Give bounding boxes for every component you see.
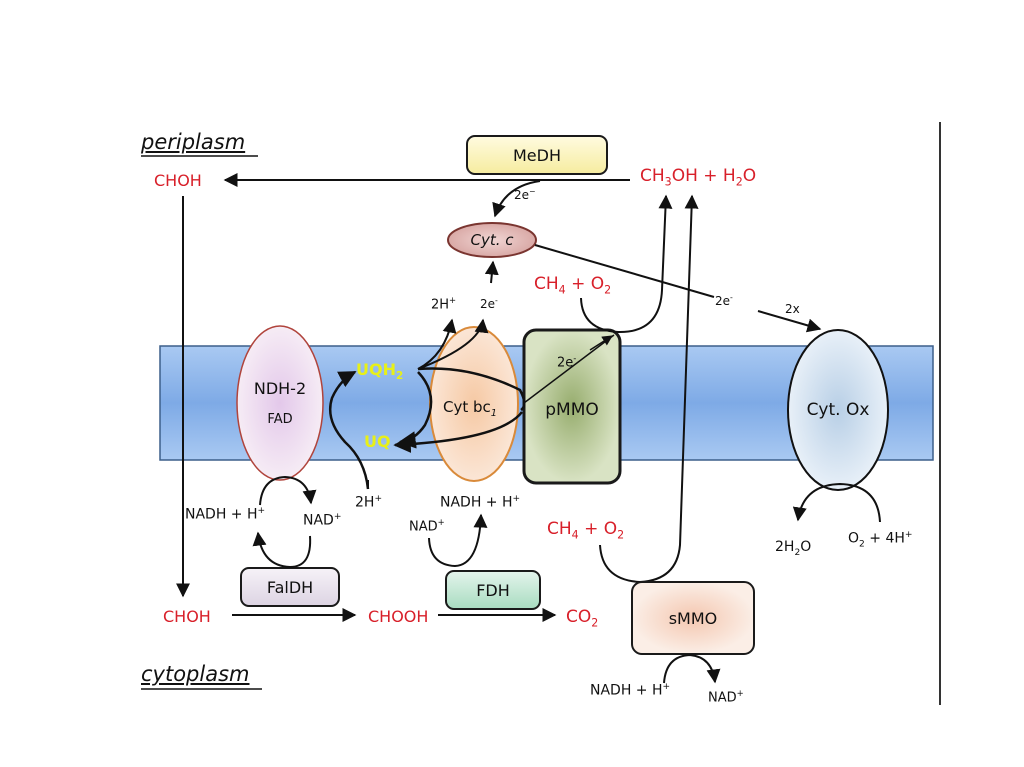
- formaldehyde-periplasm: CHOH: [154, 171, 202, 190]
- bc1-electron-release-arrow: [417, 318, 489, 370]
- bc1-electron-label: 2e-: [480, 296, 498, 311]
- nad-faldh-label: NAD+: [303, 512, 342, 529]
- medh-electron-arrow: [492, 180, 541, 218]
- uqh2-label: UQH2: [356, 360, 404, 383]
- nad-fdh-label: NAD+: [409, 517, 445, 535]
- cyt-c-oval: [447, 222, 537, 258]
- oxygen-reduction-arrow: [792, 482, 881, 523]
- ndh2-oval: [236, 325, 324, 481]
- co2-label: CO2: [566, 607, 599, 630]
- formaldehyde-cytoplasm: CHOH: [163, 607, 211, 626]
- nadh-fdh-label: NADH + H+: [440, 494, 521, 511]
- medh-label: MeDH: [513, 145, 561, 165]
- fdh-nad-reduction-arrow: [428, 513, 488, 568]
- medh-enzyme-box: [466, 135, 608, 175]
- smmo-enzyme-box: [631, 581, 755, 655]
- pmmo-label: pMMO: [545, 400, 599, 420]
- uq-label: UQ: [364, 432, 391, 451]
- cytc-to-ox-arrow: [757, 310, 822, 333]
- fdh-enzyme-box: [445, 570, 541, 610]
- nadh-faldh-label: NADH + H+: [185, 506, 266, 523]
- smmo-label: sMMO: [668, 608, 718, 628]
- cytc-to-ox-multiplier: 2x: [785, 302, 800, 316]
- cyt-bc1-label: Cyt bc1: [443, 398, 497, 419]
- ndh2-label-group: NDH-2 FAD: [237, 326, 323, 480]
- fad-label: FAD: [267, 412, 293, 427]
- periplasm-label: periplasm: [141, 130, 246, 154]
- cyt-ox-oval: [787, 329, 889, 491]
- methanol-water-label: CH3OH + H2O: [640, 166, 757, 189]
- cyt-ox-label: Cyt. Ox: [806, 400, 870, 420]
- uqh2-to-pmmo-line: [417, 367, 526, 412]
- pmmo-to-uq-arrow: [393, 411, 523, 453]
- oxygen-protons-label: O2 + 4H+: [848, 530, 913, 550]
- fdh-label: FDH: [476, 580, 510, 600]
- ndh2-nadh-oxidation-arrow: [259, 475, 317, 506]
- cytc-electron-label: 2e-: [715, 293, 733, 308]
- pmmo-methane-oxidation-arrow: [580, 194, 673, 334]
- medh-electron-label: 2e−: [514, 187, 536, 202]
- methane-oxygen-periplasm: CH4 + O2: [534, 274, 612, 297]
- pmmo-electron-arrow: [589, 335, 613, 351]
- pmmo-electron-label: 2e-: [557, 353, 577, 371]
- smmo-nadh-loop-arrow: [663, 653, 721, 684]
- water-product-label: 2H2O: [775, 539, 812, 558]
- nadh-smmo-label: NADH + H+: [590, 682, 671, 699]
- ndh2-label: NDH-2: [253, 379, 307, 398]
- formate-label: CHOOH: [368, 607, 429, 626]
- pmmo-electron-line: [523, 334, 615, 404]
- cytc-to-ox-line: [534, 244, 715, 298]
- cytoplasm-label: cytoplasm: [141, 662, 250, 686]
- proton-release-label: 2H+: [431, 295, 457, 313]
- uq-reduction-arrow: [328, 370, 370, 490]
- methane-oxygen-cytoplasm: CH4 + O2: [547, 519, 625, 542]
- proton-uptake-label: 2H+: [355, 494, 383, 511]
- faldh-nad-reduction-arrow: [252, 531, 312, 569]
- nad-smmo-label: NAD+: [708, 688, 744, 706]
- to-cyt-c-arrow: [484, 260, 499, 284]
- faldh-label: FalDH: [266, 577, 314, 597]
- cyt-c-label: Cyt. c: [470, 231, 514, 249]
